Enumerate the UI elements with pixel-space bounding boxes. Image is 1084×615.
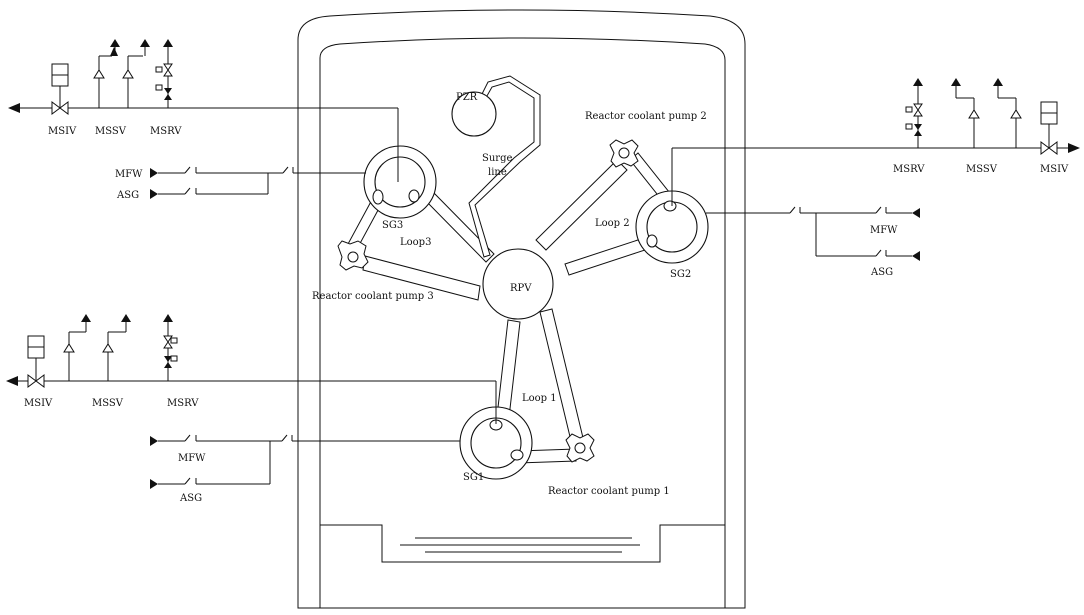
msrv-label-upper-left: MSRV [150, 126, 182, 137]
surge-line-label-2: line [488, 167, 507, 178]
reactor-coolant-pump-2: Reactor coolant pump 2 [585, 111, 707, 168]
asg-label-upper-left: ASG [116, 190, 139, 201]
pressurizer: PZR Surge line [451, 91, 512, 178]
feedwater-line-sg1: MFW ASG [150, 434, 460, 504]
msiv-label-upper-left: MSIV [48, 126, 77, 137]
pump3-label: Reactor coolant pump 3 [312, 291, 434, 302]
steam-line-sg2: MSRV MSSV MSIV [671, 78, 1080, 206]
loop3-label: Loop3 [400, 237, 431, 248]
loop2-label: Loop 2 [595, 218, 630, 229]
mssv-label-lower-left: MSSV [92, 398, 124, 409]
msrv-valve-icon [905, 78, 923, 148]
reactor-coolant-pump-1: Reactor coolant pump 1 [548, 433, 670, 497]
mssv-valve-icon [63, 314, 131, 381]
steam-line-sg1: MSIV MSSV MSRV [6, 314, 497, 424]
asg-label-right: ASG [870, 267, 893, 278]
sg3-label: SG3 [382, 220, 403, 231]
loop1-label: Loop 1 [522, 393, 557, 404]
flow-arrow-icon [1068, 143, 1080, 153]
sg1-label: SG1 [463, 472, 484, 483]
mssv-valve-icon [93, 39, 150, 108]
mfw-label-right: MFW [870, 225, 898, 236]
rpv-label: RPV [510, 283, 532, 294]
msiv-valve-icon [51, 63, 69, 115]
steam-line-sg3: MSIV MSSV MSRV [8, 39, 399, 182]
msiv-label-right: MSIV [1040, 164, 1069, 175]
msiv-valve-icon [27, 335, 45, 388]
mfw-label-upper-left: MFW [115, 169, 143, 180]
flow-arrow-icon [8, 103, 20, 113]
reactor-coolant-pump-3: Reactor coolant pump 3 [312, 240, 434, 302]
msrv-label-lower-left: MSRV [167, 398, 199, 409]
feedwater-line-sg2: MFW ASG [706, 206, 920, 278]
containment-building [297, 9, 746, 609]
reactor-pressure-vessel: RPV [482, 248, 554, 320]
mfw-label-lower-left: MFW [178, 453, 206, 464]
surge-line-label-1: Surge [482, 153, 512, 164]
msiv-label-lower-left: MSIV [24, 398, 53, 409]
msrv-label-right: MSRV [893, 164, 925, 175]
pump2-label: Reactor coolant pump 2 [585, 111, 707, 122]
mssv-valve-icon [951, 78, 1022, 148]
msrv-valve-icon [155, 39, 173, 108]
mssv-label-upper-left: MSSV [95, 126, 127, 137]
steam-generator-2: SG2 [635, 190, 709, 280]
steam-generator-1: SG1 [459, 406, 533, 483]
mssv-label-right: MSSV [966, 164, 998, 175]
pzr-label: PZR [456, 92, 478, 103]
msrv-valve-icon [163, 314, 178, 381]
feedwater-line-sg3: MFW ASG [115, 166, 366, 201]
pump1-label: Reactor coolant pump 1 [548, 486, 670, 497]
flow-arrow-icon [6, 376, 18, 386]
sg2-label: SG2 [670, 269, 691, 280]
coolant-piping [347, 75, 674, 464]
refueling-pool [320, 524, 725, 563]
steam-generator-3: SG3 [363, 145, 437, 231]
asg-label-lower-left: ASG [179, 493, 202, 504]
msiv-valve-icon [1040, 101, 1058, 155]
